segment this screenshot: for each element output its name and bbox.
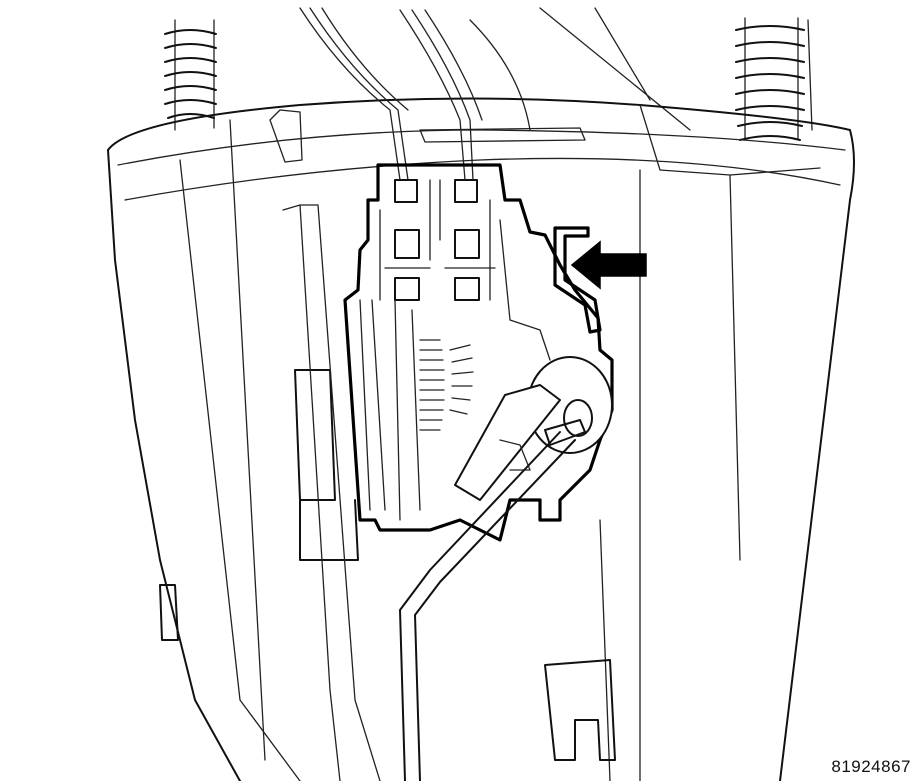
figure-id-label: 81924867 [831, 757, 911, 776]
right-spring [735, 17, 813, 141]
control-rod [399, 431, 576, 781]
retaining-clip [553, 226, 602, 334]
upper-panel [539, 7, 691, 131]
cables [299, 7, 586, 181]
actuator-assembly [343, 163, 614, 542]
housing [107, 97, 855, 781]
arrow-left-icon [570, 240, 647, 290]
left-spring [164, 19, 217, 131]
